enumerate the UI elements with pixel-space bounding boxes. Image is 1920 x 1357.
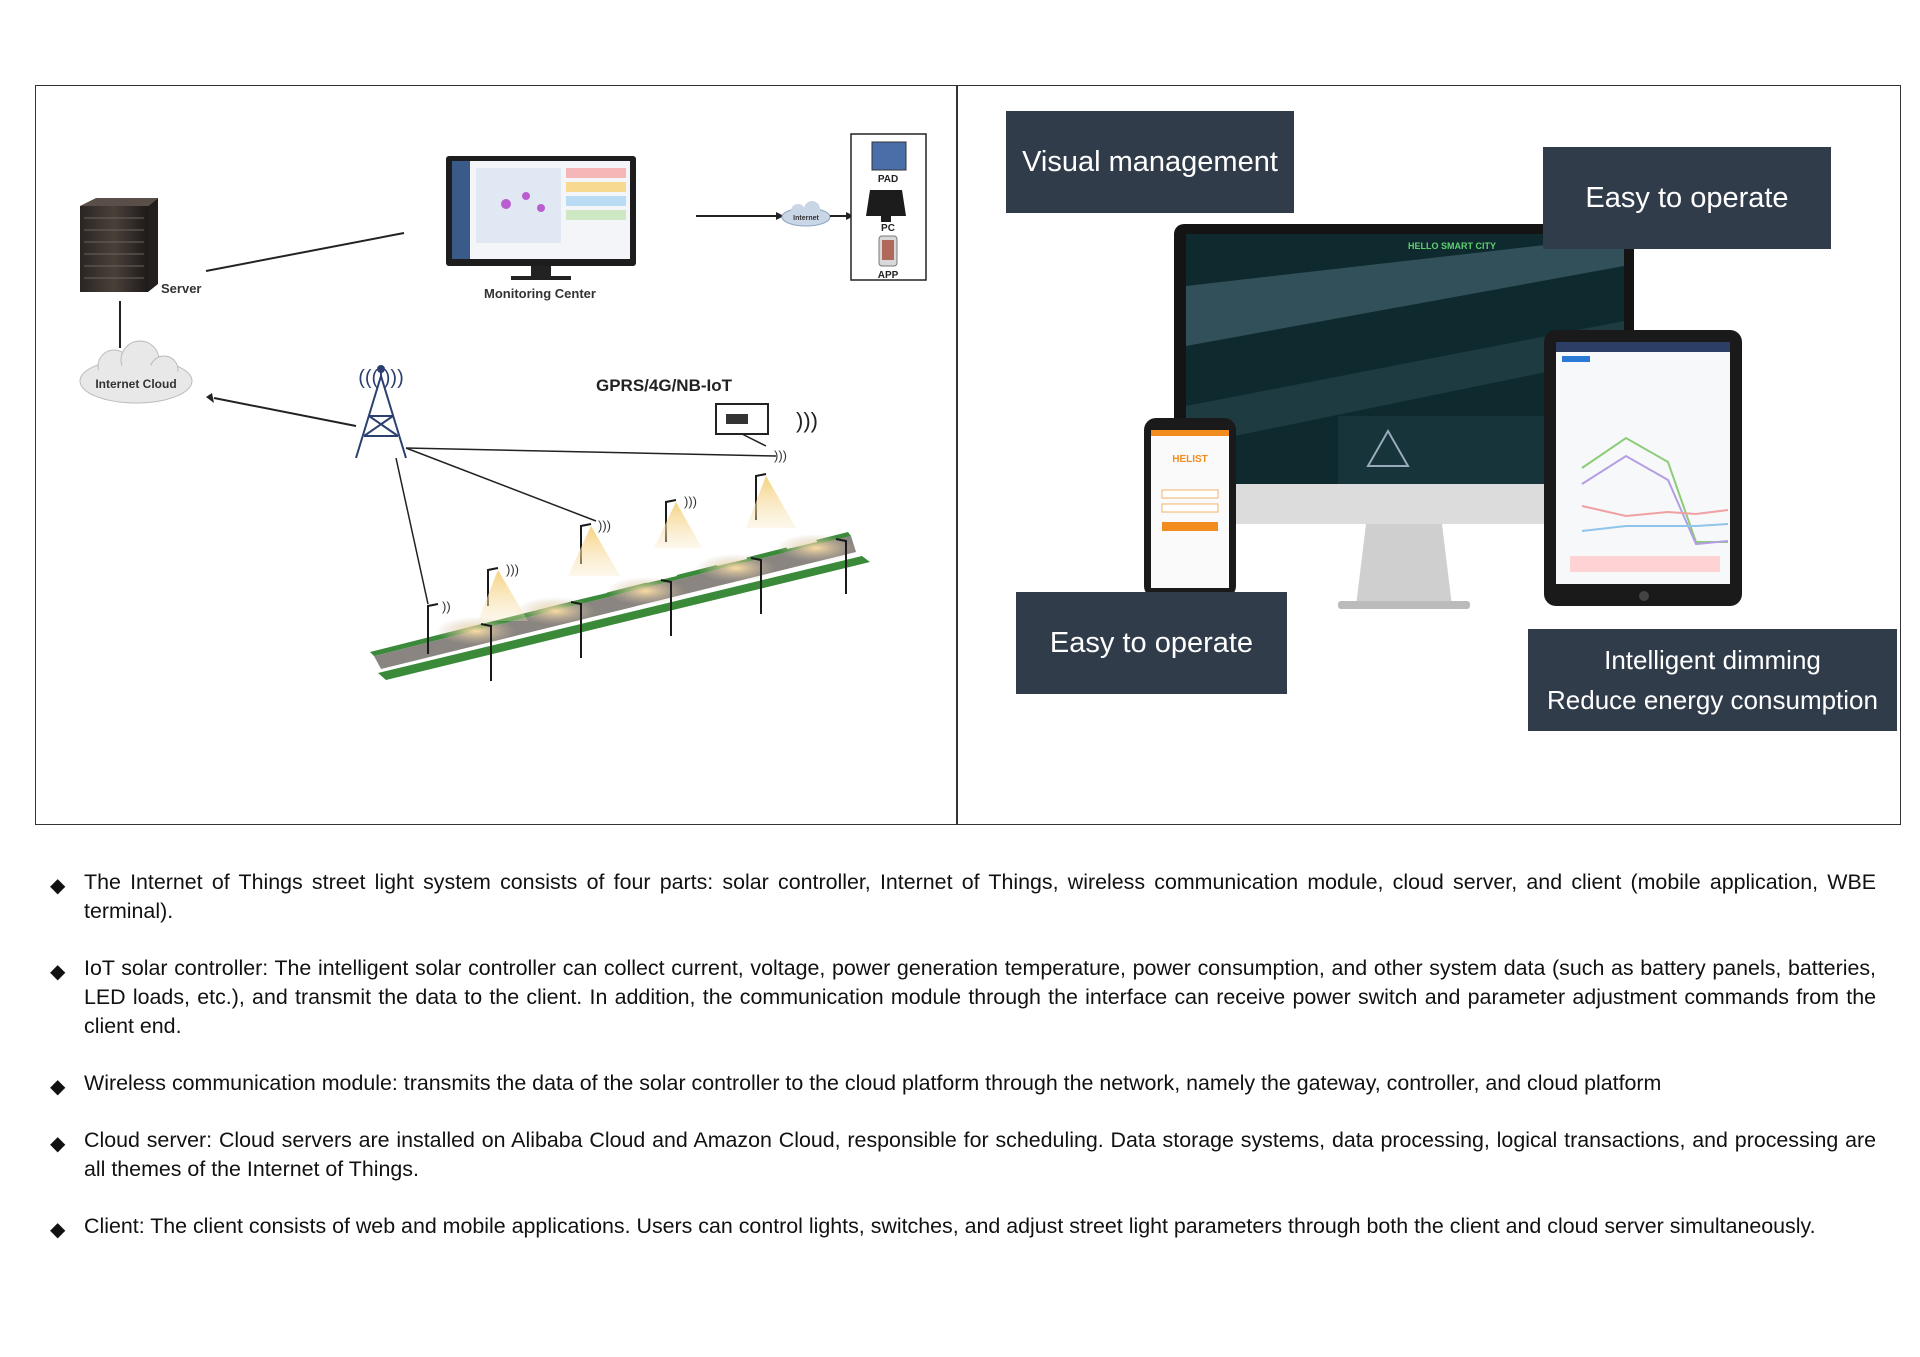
- topology-diagram: Server Internet Cloud: [36, 86, 956, 824]
- desktop-monitor-icon: HELLO SMART CITY: [1174, 224, 1634, 609]
- monitoring-screen-icon: [446, 156, 636, 280]
- smartphone-icon: HELIST: [1144, 418, 1236, 598]
- phone-brand: HELIST: [1172, 454, 1208, 465]
- monitor-banner: HELLO SMART CITY: [1408, 241, 1496, 251]
- tag-dimming-line2: Reduce energy consumption: [1547, 685, 1878, 715]
- server-label: Server: [161, 281, 201, 296]
- panel-divider: [956, 86, 958, 824]
- link-tower-lights-a: [405, 447, 777, 457]
- bullet-text: The Internet of Things street light syst…: [84, 870, 1876, 923]
- tag-dimming-line1: Intelligent dimming: [1604, 645, 1821, 675]
- bullet-text: IoT solar controller: The intelligent so…: [84, 956, 1876, 1038]
- tag-easy-bottom-text: Easy to operate: [1049, 627, 1254, 659]
- bullet-item: ◆ Client: The client consists of web and…: [50, 1212, 1876, 1241]
- tag-easy-to-operate-bottom: Easy to operate: [1016, 592, 1287, 694]
- link-tower-cloud: [213, 397, 357, 427]
- bullet-item: ◆ Cloud server: Cloud servers are instal…: [50, 1126, 1876, 1184]
- device-label-pc: PC: [881, 223, 895, 234]
- cloud-label: Internet Cloud: [95, 377, 176, 391]
- svg-text:)): )): [442, 599, 451, 614]
- light-cones: [478, 476, 796, 621]
- link-tower-lights-c: [395, 457, 429, 605]
- device-label-pad: PAD: [878, 174, 898, 185]
- topology-svg: Server Internet Cloud: [79, 133, 927, 681]
- light-signal-icons: )) ))) ))) ))) ))): [442, 448, 787, 614]
- devices-svg: HELLO SMART CITY: [1144, 224, 1742, 609]
- internet-mini-cloud-icon: [781, 201, 831, 227]
- internet-cloud-icon: [79, 340, 193, 404]
- bullet-item: ◆ Wireless communication module: transmi…: [50, 1069, 1876, 1098]
- tablet-icon: [1544, 330, 1742, 606]
- network-label: GPRS/4G/NB-IoT: [596, 376, 733, 395]
- bullet-item: ◆ IoT solar controller: The intelligent …: [50, 954, 1876, 1041]
- phone-device-icon: [878, 235, 898, 267]
- diamond-bullet-icon: ◆: [50, 1219, 66, 1241]
- tag-intelligent-dimming: Intelligent dimming Reduce energy consum…: [1528, 629, 1897, 731]
- svg-text:))): ))): [774, 448, 787, 463]
- device-label-app: APP: [878, 270, 899, 281]
- diamond-bullet-icon: ◆: [50, 961, 66, 983]
- bullet-text: Wireless communication module: transmits…: [84, 1071, 1662, 1095]
- tag-visual-management: Visual management: [1006, 111, 1294, 213]
- link-server-monitor: [205, 232, 405, 272]
- svg-text:))): ))): [796, 408, 818, 433]
- device-showcase: HELLO SMART CITY: [958, 86, 1900, 824]
- bullet-list: ◆ The Internet of Things street light sy…: [50, 868, 1876, 1269]
- gprs-module-icon: ))): [715, 403, 818, 447]
- monitoring-label: Monitoring Center: [484, 286, 596, 301]
- tablet-device-icon: [871, 141, 907, 171]
- street-road-illustration: [370, 532, 870, 680]
- tag-easy-top-text: Easy to operate: [1585, 182, 1789, 214]
- link-tower-lights-b: [405, 447, 597, 522]
- svg-text:))): ))): [506, 562, 519, 577]
- tag-visual-text: Visual management: [1022, 146, 1278, 178]
- internet-label: Internet: [793, 215, 819, 222]
- svg-text:))): ))): [684, 494, 697, 509]
- server-icon: [80, 198, 158, 292]
- svg-text:))): ))): [598, 518, 611, 533]
- bullet-text: Cloud server: Cloud servers are installe…: [84, 1128, 1876, 1181]
- diamond-bullet-icon: ◆: [50, 875, 66, 897]
- bullet-item: ◆ The Internet of Things street light sy…: [50, 868, 1876, 926]
- tag-easy-to-operate-top: Easy to operate: [1543, 147, 1831, 249]
- figure-frame: Server Internet Cloud: [35, 85, 1901, 825]
- pc-device-icon: [866, 190, 906, 222]
- cell-tower-icon: [355, 365, 407, 459]
- tower-signal-icon: ((( ))): [358, 367, 404, 389]
- diamond-bullet-icon: ◆: [50, 1133, 66, 1155]
- diamond-bullet-icon: ◆: [50, 1076, 66, 1098]
- bullet-text: Client: The client consists of web and m…: [84, 1214, 1816, 1238]
